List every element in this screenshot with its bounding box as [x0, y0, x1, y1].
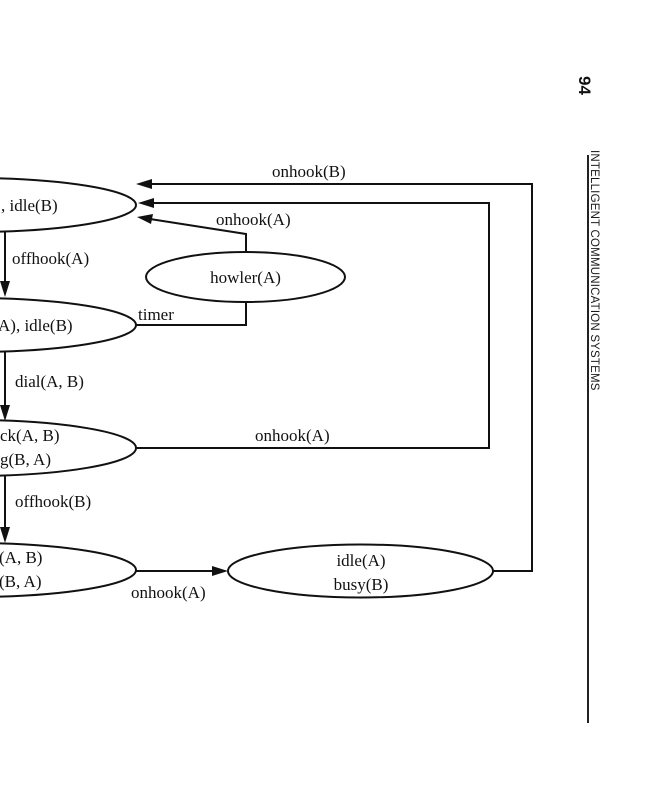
edge-t6-label: onhook(A) — [255, 426, 330, 445]
running-head: INTELLIGENT COMMUNICATION SYSTEMS — [588, 150, 600, 391]
edge-t7-label: onhook(A) — [216, 210, 291, 229]
state-s3-label-line1: ck(A, B) — [0, 426, 59, 445]
arrowhead-t4 — [212, 566, 228, 576]
arrowhead-t6 — [138, 198, 154, 208]
state-s2 — [0, 297, 137, 353]
edge-t7 — [149, 218, 247, 252]
arrowhead-t7 — [137, 214, 153, 224]
state-s1 — [0, 177, 137, 233]
edge-t8 — [136, 302, 247, 326]
state-howler — [145, 251, 346, 303]
arrowhead-t2 — [0, 405, 10, 421]
state-idle-busy-label-line2: busy(B) — [334, 575, 389, 594]
edge-t3-label: offhook(B) — [15, 492, 91, 511]
edge-t5-label: onhook(B) — [272, 162, 346, 181]
edge-t1-label: offhook(A) — [12, 249, 89, 268]
state-s3 — [0, 419, 137, 477]
edge-t8-label: timer — [138, 305, 174, 324]
header-rule — [587, 155, 589, 723]
state-s4 — [0, 542, 137, 598]
edge-t2-label: dial(A, B) — [15, 372, 84, 391]
state-s1-label: , idle(B) — [1, 196, 58, 215]
state-s3-label-line2: g(B, A) — [0, 450, 51, 469]
state-howler-label: howler(A) — [210, 268, 281, 287]
arrowhead-t5 — [136, 179, 152, 189]
state-s4-label-line1: (A, B) — [0, 548, 42, 567]
state-idle-busy-label-line1: idle(A) — [336, 551, 385, 570]
state-idle-busy — [227, 543, 494, 599]
edge-t6 — [136, 202, 490, 449]
arrowhead-t1 — [0, 281, 10, 297]
arrowhead-t3 — [0, 527, 10, 543]
edge-t5 — [150, 183, 533, 572]
edge-t4-label: onhook(A) — [131, 583, 206, 602]
state-s2-label: A), idle(B) — [0, 316, 73, 335]
state-s4-label-line2: (B, A) — [0, 572, 42, 591]
page-number: 94 — [575, 76, 594, 95]
